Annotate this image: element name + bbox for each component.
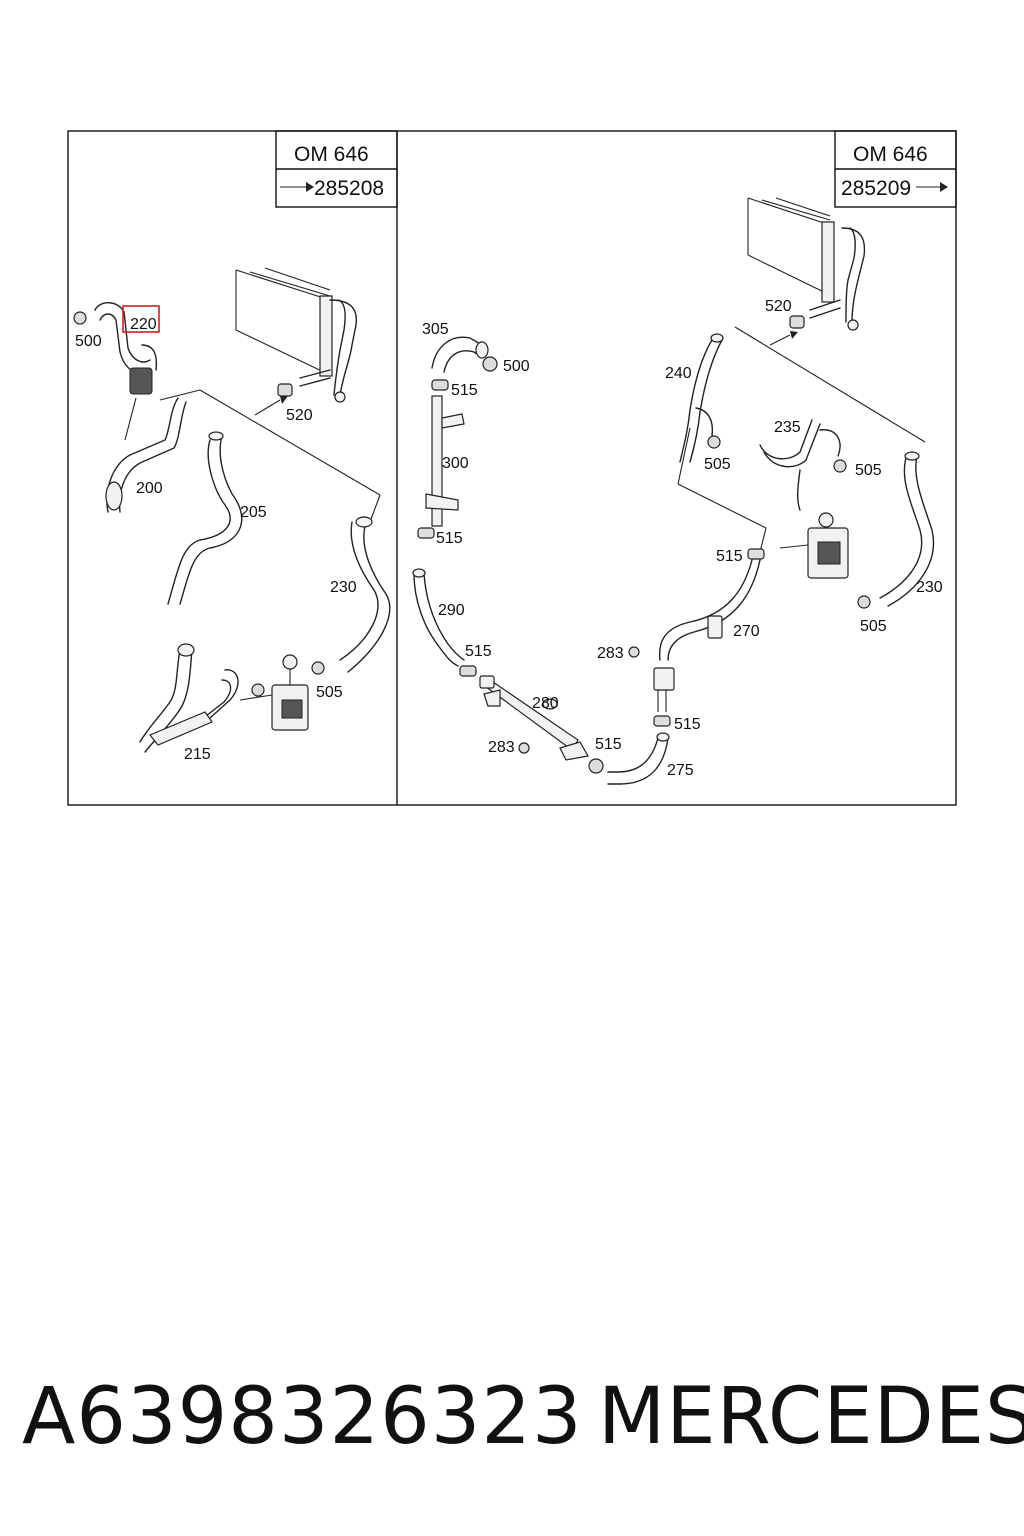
hose-205 xyxy=(167,431,243,605)
part-number: A6398326323 xyxy=(22,1372,583,1462)
label-275[interactable]: 275 xyxy=(667,762,694,779)
clamp-520 xyxy=(277,383,293,397)
label-200[interactable]: 200 xyxy=(136,480,163,497)
radiator-icon xyxy=(747,197,866,331)
clamp-515 xyxy=(417,527,435,539)
highlight-box xyxy=(122,305,160,333)
footer: A6398326323 MERCEDES xyxy=(0,1372,1024,1472)
label-505[interactable]: 505 xyxy=(316,684,343,701)
hose-235 xyxy=(759,419,847,511)
right-engine-code: OM 646 xyxy=(853,143,928,166)
hose-290 xyxy=(412,568,465,667)
hose-270 xyxy=(658,559,761,661)
arrow-right-icon xyxy=(916,182,948,192)
pipe-300 xyxy=(425,395,465,527)
hose-230-right xyxy=(857,451,935,609)
brand-name: MERCEDES xyxy=(598,1372,1024,1462)
hose-220 xyxy=(73,302,158,395)
label-520[interactable]: 520 xyxy=(765,298,792,315)
label-515[interactable]: 515 xyxy=(595,736,622,753)
label-505[interactable]: 505 xyxy=(855,462,882,479)
radiator-icon xyxy=(235,267,358,403)
nut-283 xyxy=(628,646,640,658)
hose-305 xyxy=(431,336,498,373)
label-515[interactable]: 515 xyxy=(716,548,743,565)
clamp-520 xyxy=(789,315,805,329)
hose-275 xyxy=(607,732,670,785)
label-505[interactable]: 505 xyxy=(704,456,731,473)
label-300[interactable]: 300 xyxy=(442,455,469,472)
clamp-515 xyxy=(431,379,449,391)
clamp-515 xyxy=(459,665,477,677)
label-283[interactable]: 283 xyxy=(597,645,624,662)
label-220[interactable]: 220 xyxy=(130,316,157,333)
hose-230 xyxy=(311,516,391,675)
label-515[interactable]: 515 xyxy=(465,643,492,660)
valve-icon xyxy=(239,654,309,731)
label-280[interactable]: 280 xyxy=(532,695,559,712)
label-290[interactable]: 290 xyxy=(438,602,465,619)
label-230[interactable]: 230 xyxy=(330,579,357,596)
label-240[interactable]: 240 xyxy=(665,365,692,382)
clamp-515 xyxy=(588,758,604,774)
arrow-leader-icon xyxy=(769,331,798,346)
left-reference[interactable]: 285208 xyxy=(314,177,384,200)
arrow-right-icon xyxy=(280,182,314,192)
hose-215 xyxy=(139,643,239,753)
right-reference[interactable]: 285209 xyxy=(841,177,911,200)
label-235[interactable]: 235 xyxy=(774,419,801,436)
label-230[interactable]: 230 xyxy=(916,579,943,596)
label-305[interactable]: 305 xyxy=(422,321,449,338)
label-505[interactable]: 505 xyxy=(860,618,887,635)
label-205[interactable]: 205 xyxy=(240,504,267,521)
left-panel: OM 646 285208 xyxy=(73,130,398,763)
right-panel: OM 646 285209 xyxy=(412,130,957,785)
hose-240 xyxy=(679,333,724,463)
nut-283 xyxy=(518,742,530,754)
pipe-280 xyxy=(479,675,589,761)
label-283[interactable]: 283 xyxy=(488,739,515,756)
label-270[interactable]: 270 xyxy=(733,623,760,640)
label-215[interactable]: 215 xyxy=(184,746,211,763)
clamp-515 xyxy=(747,548,765,560)
label-515[interactable]: 515 xyxy=(674,716,701,733)
bracket xyxy=(653,667,675,691)
parts-diagram: OM 646 285208 xyxy=(67,130,957,806)
diagram-frame xyxy=(67,130,957,806)
label-500[interactable]: 500 xyxy=(75,333,102,350)
hose-200 xyxy=(105,397,187,513)
clamp-515 xyxy=(653,715,671,727)
arrow-leader-icon xyxy=(254,396,288,416)
left-engine-code: OM 646 xyxy=(294,143,369,166)
label-520[interactable]: 520 xyxy=(286,407,313,424)
label-500[interactable]: 500 xyxy=(503,358,530,375)
label-515[interactable]: 515 xyxy=(451,382,478,399)
valve-icon xyxy=(779,512,849,579)
label-515[interactable]: 515 xyxy=(436,530,463,547)
